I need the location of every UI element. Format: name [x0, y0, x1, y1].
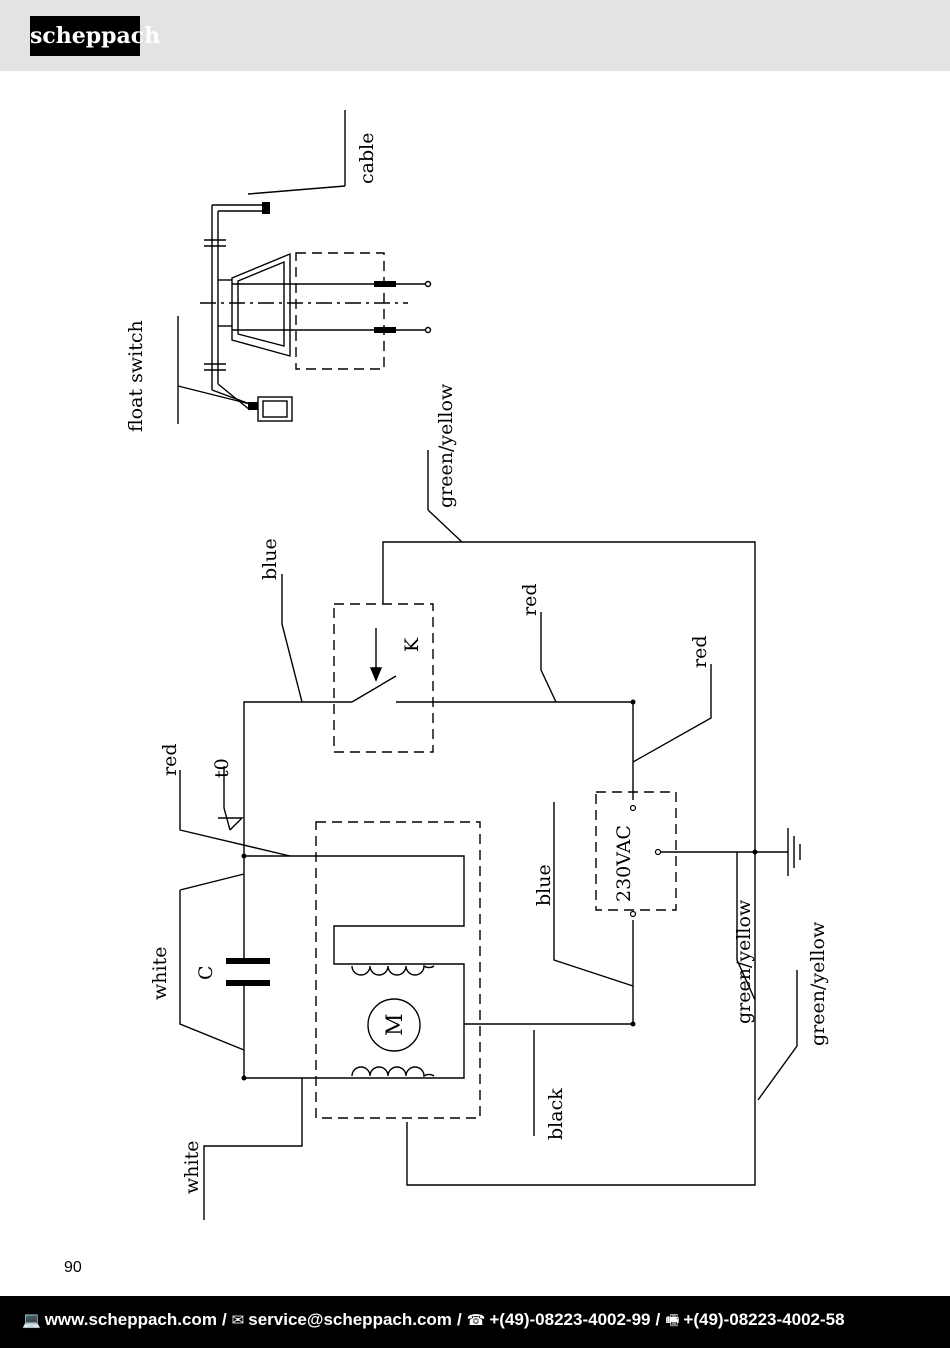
page-header: scheppach [0, 0, 950, 71]
fax-icon: 🖷 [665, 1312, 680, 1329]
label-red-right: red [689, 636, 711, 669]
label-blue-top: blue [259, 538, 281, 580]
label-white-bottom: white [181, 1141, 203, 1194]
float-switch-assembly [177, 110, 432, 424]
footer-separator: / [655, 1310, 661, 1329]
footer-separator: / [221, 1310, 227, 1329]
label-blue-bottom: blue [533, 864, 555, 906]
label-black: black [545, 1088, 567, 1140]
email-link[interactable]: service@scheppach.com [248, 1310, 452, 1329]
label-red-mid: red [519, 584, 541, 617]
envelope-icon: ✉ [231, 1312, 245, 1329]
label-k: K [401, 637, 423, 652]
label-green-yellow-mid: green/yellow [733, 899, 755, 1024]
label-red-left: red [159, 744, 181, 777]
label-float-switch: float switch [125, 320, 147, 432]
page-footer: 💻www.scheppach.com/✉service@scheppach.co… [0, 1296, 950, 1348]
label-cable: cable [356, 133, 378, 184]
page-number: 90 [64, 1259, 82, 1276]
wiring-diagram: cable float switch green/yellow blue red… [125, 110, 829, 1220]
scheppach-logo: scheppach [30, 16, 160, 56]
label-c: C [195, 965, 217, 980]
phone-number: +(49)-08223-4002-99 [489, 1310, 651, 1329]
footer-separator: / [456, 1310, 462, 1329]
fax-number: +(49)-08223-4002-58 [683, 1310, 845, 1329]
label-t0: t0 [211, 758, 233, 778]
label-white-c: white [149, 947, 171, 1000]
label-m: M [383, 1013, 408, 1036]
label-green-yellow-top: green/yellow [435, 383, 457, 508]
label-green-yellow-right: green/yellow [807, 921, 829, 1046]
label-230vac: 230VAC [613, 825, 635, 902]
website-link[interactable]: www.scheppach.com [44, 1310, 217, 1329]
computer-icon: 💻 [22, 1312, 41, 1329]
phone-icon: ☎ [466, 1312, 486, 1329]
